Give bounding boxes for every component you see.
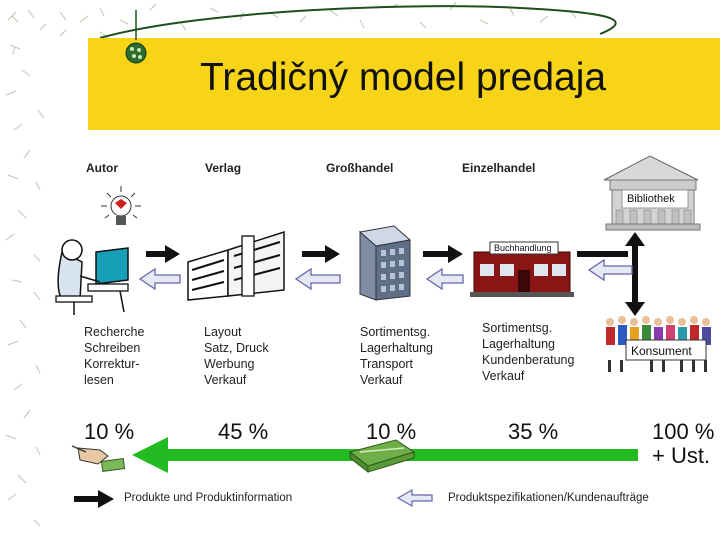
- share-publisher: 45 %: [218, 419, 269, 444]
- money-hand-icon: [71, 445, 126, 473]
- task-item: Sortimentsg.: [482, 321, 553, 335]
- task-item: Sortimentsg.: [360, 325, 431, 339]
- retail-tasks: Sortimentsg. Lagerhaltung Kundenberatung…: [482, 320, 574, 384]
- task-item: Verkauf: [204, 373, 247, 387]
- consumer-crowd-icon: [606, 316, 711, 372]
- stage-label-wholesale: Großhandel: [326, 161, 394, 175]
- publisher-tasks: Layout Satz, Druck Werbung Verkauf: [204, 324, 269, 388]
- total-percent: 100 %: [652, 419, 715, 444]
- publisher-building-icon: [187, 230, 285, 301]
- task-item: Layout: [204, 325, 242, 339]
- product-arrows: [146, 245, 628, 263]
- legend-products: Produkte und Produktinformation: [124, 492, 293, 504]
- share-retail: 35 %: [508, 419, 559, 444]
- bookshop-building-icon: [470, 241, 574, 297]
- legend-product-arrow: [74, 490, 114, 508]
- author-tasks: Recherche Schreiben Korrektur- lesen: [84, 324, 144, 388]
- task-item: Werbung: [204, 357, 255, 371]
- money-bundle-icon: [348, 439, 416, 474]
- bookshop-sign: Buchhandlung: [494, 243, 552, 253]
- consumer-sign: Konsument: [631, 344, 692, 358]
- task-item: Lagerhaltung: [482, 337, 555, 351]
- slide-title: Tradičný model predaja: [200, 56, 607, 99]
- lightbulb-icon: [101, 186, 141, 225]
- task-item: Verkauf: [360, 373, 403, 387]
- library-consumer-arrow: [625, 232, 645, 316]
- spec-arrows: [138, 258, 633, 291]
- legend-specs: Produktspezifikationen/Kundenaufträge: [448, 492, 649, 504]
- author-at-computer-icon: [55, 239, 129, 315]
- task-item: Verkauf: [482, 369, 525, 383]
- task-item: Recherche: [84, 325, 145, 339]
- share-author: 10 %: [84, 419, 135, 444]
- task-item: lesen: [84, 373, 114, 387]
- task-item: Korrektur-: [84, 357, 140, 371]
- task-item: Satz, Druck: [204, 341, 269, 355]
- stage-label-retail: Einzelhandel: [462, 161, 536, 175]
- share-wholesale: 10 %: [366, 419, 417, 444]
- total-price: 100 % + Ust.: [652, 420, 714, 468]
- task-item: Lagerhaltung: [360, 341, 433, 355]
- wholesale-tasks: Sortimentsg. Lagerhaltung Transport Verk…: [360, 324, 433, 388]
- task-item: Schreiben: [84, 341, 141, 355]
- total-vat: + Ust.: [652, 443, 711, 468]
- library-sign: Bibliothek: [627, 193, 675, 205]
- stage-label-author: Autor: [86, 161, 118, 175]
- library-building-icon: [603, 155, 701, 231]
- title-bar: [88, 38, 720, 130]
- stage-label-publisher: Verlag: [205, 161, 242, 175]
- task-item: Kundenberatung: [482, 353, 575, 367]
- legend-spec-arrow: [396, 488, 433, 508]
- task-item: Transport: [360, 357, 414, 371]
- wholesale-building-icon: [358, 225, 412, 301]
